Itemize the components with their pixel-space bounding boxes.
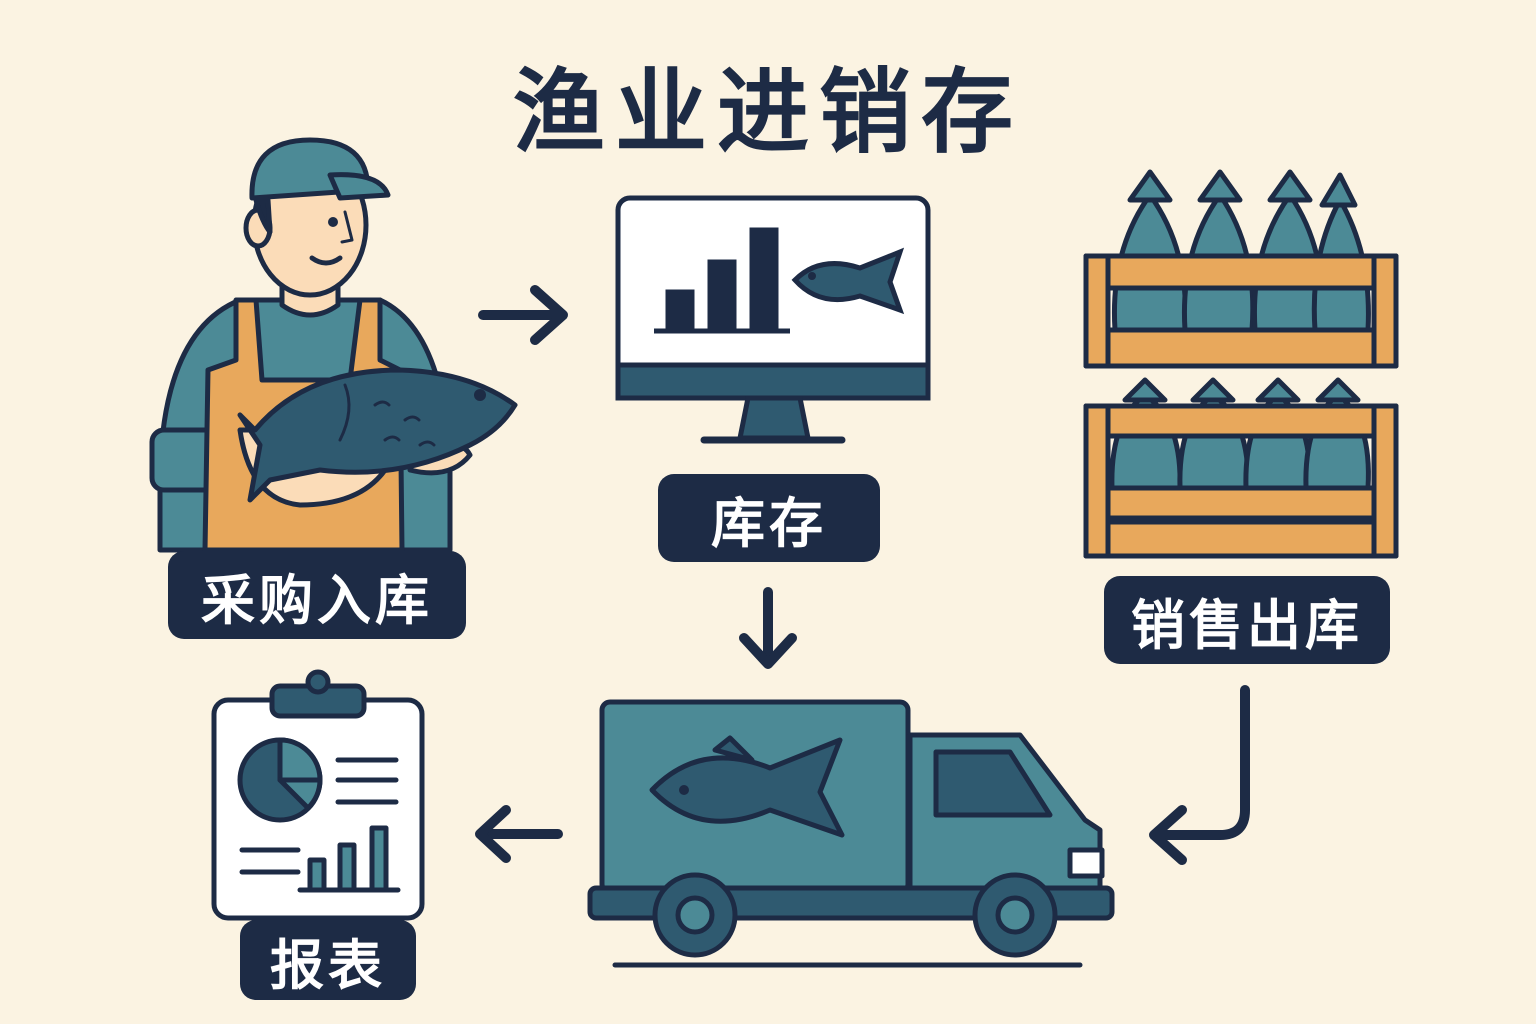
clipboard-report-icon [211,669,425,921]
page-title: 渔业进销存 [512,59,1023,166]
fisherman-icon [149,137,518,553]
step-label-purchase: 采购入库 [168,551,466,639]
arrow-sales-to-truck [1149,685,1250,865]
monitor-icon [615,195,931,444]
fish-crate-icon [1083,169,1399,559]
arrow-purchase-to-stock [478,285,568,345]
truck-icon [587,699,1115,968]
arrow-truck-to-report [475,805,563,863]
arrow-stock-to-truck [739,587,797,669]
step-label-report: 报表 [240,920,416,1000]
step-label-sales: 销售出库 [1104,576,1390,664]
step-label-stock: 库存 [658,474,880,562]
